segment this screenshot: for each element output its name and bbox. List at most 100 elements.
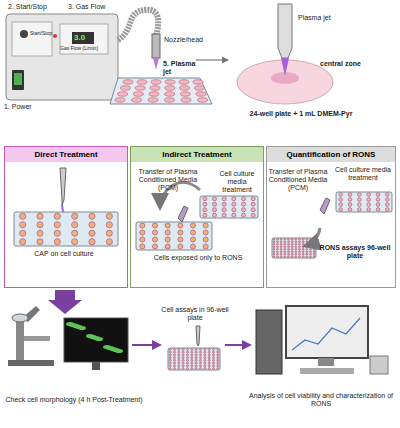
well — [37, 213, 43, 219]
well — [165, 86, 175, 90]
well — [195, 357, 197, 359]
well — [54, 222, 60, 228]
well — [284, 241, 286, 243]
well — [310, 251, 312, 253]
well — [72, 239, 78, 245]
well — [204, 359, 206, 361]
well — [200, 362, 202, 364]
well — [273, 251, 275, 253]
well — [232, 213, 236, 217]
well — [203, 230, 208, 235]
well — [213, 208, 217, 212]
well — [358, 193, 362, 197]
well — [182, 362, 184, 364]
well — [178, 237, 183, 242]
well — [195, 365, 197, 367]
well — [140, 223, 145, 228]
well — [120, 86, 130, 90]
annotation-label: Start/Stop — [30, 31, 52, 37]
flow-arrow — [225, 344, 250, 346]
annotation-label: 3.0 — [74, 33, 94, 42]
well — [217, 348, 219, 350]
well — [190, 237, 195, 242]
well — [284, 251, 286, 253]
well — [386, 193, 390, 197]
cell — [95, 337, 103, 341]
well — [339, 203, 343, 207]
well — [242, 202, 246, 206]
well — [306, 256, 308, 258]
well — [178, 348, 180, 350]
well — [348, 208, 352, 212]
well — [376, 203, 380, 207]
well — [339, 198, 343, 202]
well — [174, 362, 176, 364]
well — [208, 348, 210, 350]
well — [20, 230, 26, 236]
well — [295, 246, 297, 248]
well — [284, 248, 286, 250]
well — [299, 251, 301, 253]
well — [299, 238, 301, 240]
well — [277, 253, 279, 255]
well — [217, 354, 219, 356]
well — [313, 248, 315, 250]
well — [208, 354, 210, 356]
well — [169, 368, 171, 370]
well — [232, 202, 236, 206]
well — [89, 230, 95, 236]
well — [169, 351, 171, 353]
well — [284, 253, 286, 255]
well — [195, 86, 205, 90]
annotation-label: 5. Plasma jet — [163, 60, 203, 76]
well — [54, 239, 60, 245]
well — [187, 357, 189, 359]
well-plate — [336, 192, 392, 212]
well — [174, 354, 176, 356]
well — [217, 365, 219, 367]
well — [213, 213, 217, 217]
nozzle — [152, 34, 160, 58]
well — [313, 251, 315, 253]
well — [178, 244, 183, 249]
well — [132, 98, 142, 102]
well — [277, 246, 279, 248]
well — [310, 248, 312, 250]
well — [299, 241, 301, 243]
well — [310, 253, 312, 255]
well — [182, 348, 184, 350]
well — [169, 357, 171, 359]
well — [251, 213, 255, 217]
well — [273, 256, 275, 258]
well — [54, 213, 60, 219]
well — [165, 80, 175, 84]
well — [273, 248, 275, 250]
well — [313, 246, 315, 248]
well — [284, 243, 286, 245]
well — [152, 244, 157, 249]
well — [277, 248, 279, 250]
well — [213, 357, 215, 359]
well — [118, 92, 128, 96]
well — [280, 248, 282, 250]
well — [190, 230, 195, 235]
well — [302, 253, 304, 255]
well — [190, 244, 195, 249]
well — [217, 368, 219, 370]
well — [195, 351, 197, 353]
flow-arrow — [132, 344, 160, 346]
well — [204, 351, 206, 353]
well — [213, 362, 215, 364]
cell — [78, 326, 86, 330]
well — [190, 223, 195, 228]
well — [299, 246, 301, 248]
well — [150, 86, 160, 90]
annotation-label: Cells exposed only to RONS — [136, 254, 260, 262]
well — [174, 368, 176, 370]
well — [273, 241, 275, 243]
well — [200, 354, 202, 356]
well — [174, 348, 176, 350]
plasma-device — [6, 14, 118, 100]
well — [367, 198, 371, 202]
well — [169, 354, 171, 356]
